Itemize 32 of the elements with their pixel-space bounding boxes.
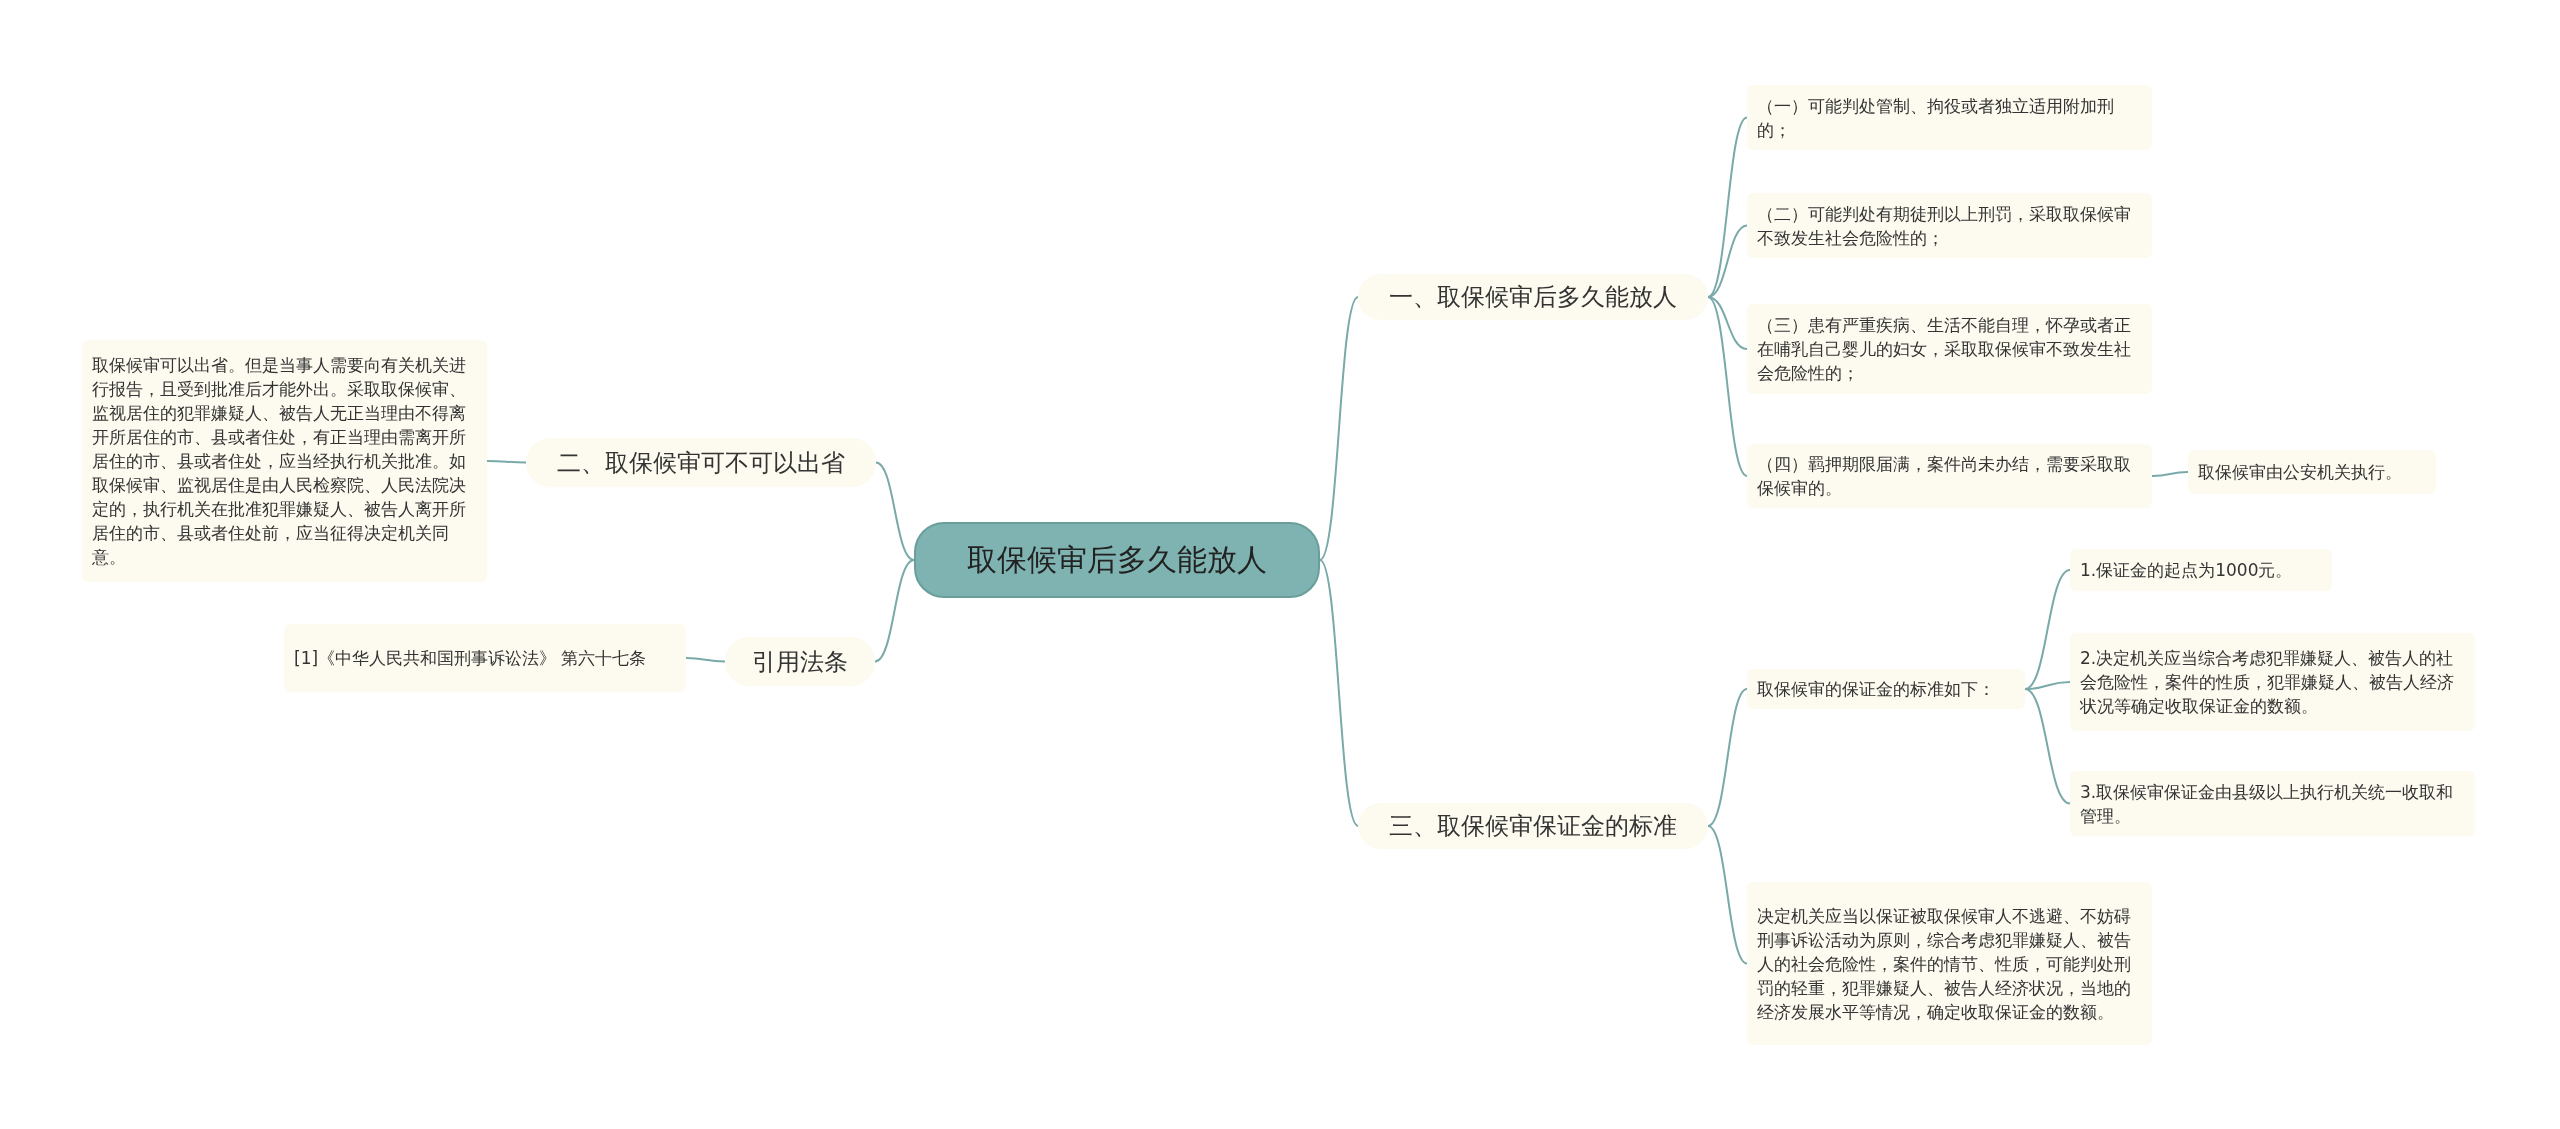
branch-topic: 引用法条 [725,637,875,686]
connector-line [874,559,915,663]
branch-topic: 三、取保候审保证金的标准 [1358,803,1708,849]
central-topic: 取保候审后多久能放人 [914,522,1320,598]
subtopic-card: （三）患有严重疾病、生活不能自理，怀孕或者正在哺乳自己婴儿的妇女，采取取保候审不致发生社会危险性的； [1747,304,2152,394]
branch-topic: 一、取保候审后多久能放人 [1358,274,1708,320]
subtopic-card: （一）可能判处管制、拘役或者独立适用附加刑的； [1747,85,2152,150]
connector-line [685,657,726,663]
connector-line [1707,116,1748,298]
subtopic-card: （二）可能判处有期徒刑以上刑罚，采取取保候审不致发生社会危险性的； [1747,193,2152,258]
subtopic-card: 取保候审的保证金的标准如下： [1747,669,2025,709]
connector-line [875,461,915,561]
connector-line [1707,688,1748,827]
connector-line [2024,688,2071,805]
subtopic-card: [1]《中华人民共和国刑事诉讼法》 第六十七条 [284,624,686,692]
subtopic-card: （四）羁押期限届满，案件尚未办结，需要采取取保候审的。 [1747,444,2152,508]
connector-line [1707,224,1748,298]
subtopic-card: 取保候审可以出省。但是当事人需要向有关机关进行报告，且受到批准后才能外出。采取取保候审、监视居住的犯罪嫌疑人、被告人无正当理由不得离开所居住的市、县或者住处，有正当理由需离开所居住的市、县或者住处，应当经执行机关批准。如取保候审、监视居住是由人民检察院、人民法院决定的，执行机关在批准犯罪嫌疑人、被告人离开所居住的市、县或者住处前，应当征得决定机关同意。 [82,340,487,582]
connector-line [1319,296,1359,561]
subtopic-card: 取保候审由公安机关执行。 [2188,450,2436,494]
subtopic-card: 决定机关应当以保证被取保候审人不逃避、不妨碍刑事诉讼活动为原则，综合考虑犯罪嫌疑人、被告人的社会危险性，案件的情节、性质，可能判处刑罚的轻重，犯罪嫌疑人、被告人经济状况，当地的经济发展水平等情况，确定收取保证金的数额。 [1747,882,2152,1045]
subtopic-card: 1.保证金的起点为1000元。 [2070,549,2332,591]
connector-line [1319,559,1359,827]
connector-line [1707,296,1748,350]
subtopic-card: 3.取保候审保证金由县级以上执行机关统一收取和管理。 [2070,771,2475,836]
branch-topic: 二、取保候审可不可以出省 [526,438,876,487]
connector-line [1707,296,1748,477]
subtopic-card: 2.决定机关应当综合考虑犯罪嫌疑人、被告人的社会危险性，案件的性质，犯罪嫌疑人、被告人经济状况等确定收取保证金的数额。 [2070,633,2475,731]
connector-line [2151,471,2189,477]
connector-line [1707,825,1748,965]
connector-line [2024,569,2071,690]
connector-line [486,460,527,464]
